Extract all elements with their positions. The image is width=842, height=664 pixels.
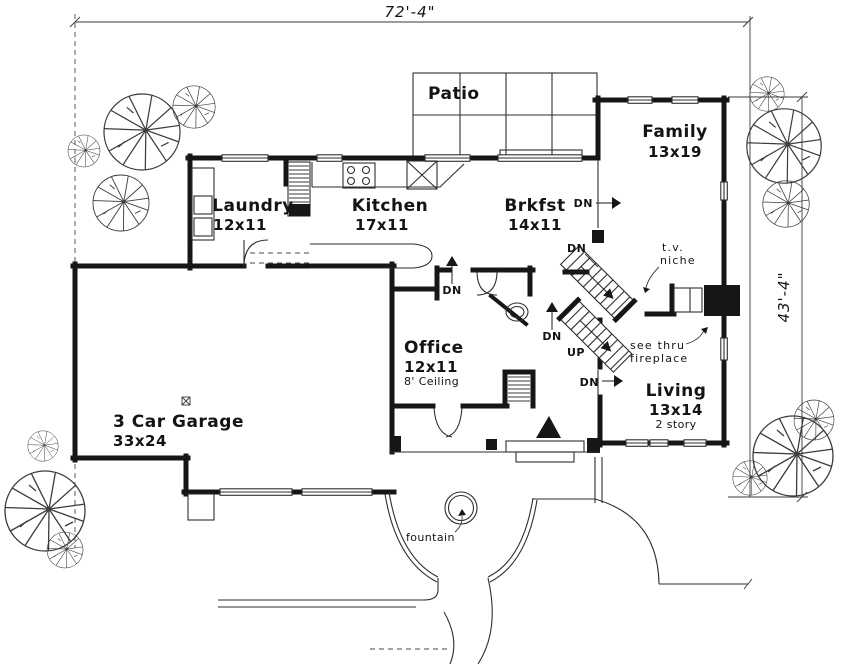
window — [683, 439, 707, 447]
entry-step — [515, 451, 575, 463]
room-label-garage: 3 Car Garage — [113, 412, 244, 432]
pantry — [283, 159, 311, 217]
dn-label: DN — [574, 197, 593, 210]
window — [625, 439, 649, 447]
entry-area — [433, 376, 585, 463]
stove-icon — [342, 162, 376, 189]
window — [627, 96, 653, 104]
tree-icon — [752, 415, 834, 497]
fountain-label: fountain — [406, 531, 455, 544]
room-labels: Patio Family 13x19 Laundry 12x11 Kitchen… — [113, 84, 708, 450]
step-markers: DN DN DN DN — [442, 197, 623, 389]
top-dimension-label: 72'-4" — [384, 3, 435, 21]
room-size-brkfst: 14x11 — [508, 216, 562, 234]
dn-label: DN — [442, 284, 461, 297]
tree-icon — [92, 174, 150, 232]
wall-post — [592, 230, 604, 243]
windows — [219, 96, 728, 496]
wall-post — [486, 439, 497, 450]
fireplace-group: t.v. niche see thru fireplace — [630, 241, 740, 365]
window — [671, 96, 699, 104]
toilet-icon — [505, 302, 529, 322]
window — [424, 154, 471, 162]
washer-dryer-icon — [191, 167, 215, 241]
entry-door-swing — [433, 407, 463, 438]
drain-symbol — [181, 396, 191, 406]
tree-icon — [27, 430, 59, 462]
see-thru-fireplace-label: see thru — [630, 339, 685, 352]
wall-post — [390, 436, 401, 452]
room-label-patio: Patio — [428, 84, 480, 104]
room-label-kitchen: Kitchen — [352, 196, 428, 216]
tree-icon — [746, 108, 822, 184]
room-size-kitchen: 17x11 — [355, 216, 409, 234]
tv-niche-label: niche — [660, 254, 696, 267]
dn-label: DN — [542, 330, 561, 343]
right-dimension-label: 43'-4" — [775, 271, 793, 322]
room-size-family: 13x19 — [648, 143, 702, 161]
room-size-garage: 33x24 — [113, 432, 167, 450]
dn-label: DN — [580, 376, 599, 389]
wall-post — [587, 438, 600, 453]
stair-up-label: UP — [567, 346, 585, 359]
garage-door — [219, 488, 293, 496]
fountain-symbol — [444, 491, 478, 525]
tree-icon — [103, 93, 181, 171]
room-size-laundry: 12x11 — [213, 216, 267, 234]
tv-niche-label: t.v. — [662, 241, 684, 254]
door-swing — [476, 270, 498, 296]
tree-icon — [749, 76, 785, 112]
window — [720, 337, 728, 361]
closet-louver — [508, 376, 530, 402]
entry-step — [505, 440, 585, 453]
window — [221, 154, 269, 162]
stoop — [187, 493, 215, 521]
window — [649, 439, 669, 447]
see-thru-fireplace-label: fireplace — [630, 352, 688, 365]
courtyard: fountain — [187, 457, 753, 664]
kitchen-fixtures — [191, 159, 465, 269]
room-label-living: Living — [646, 381, 707, 401]
laundry-door-swing — [243, 239, 269, 268]
window — [720, 181, 728, 201]
room-label-family: Family — [642, 122, 708, 142]
room-size-office: 12x11 — [404, 358, 458, 376]
garage-door — [301, 488, 373, 496]
room-note-office: 8' Ceiling — [404, 375, 459, 388]
tree-icon — [67, 134, 101, 168]
fireplace-symbol — [704, 285, 740, 316]
tree-icon — [172, 85, 216, 129]
room-label-brkfst: Brkfst — [504, 196, 565, 216]
stair-dn-label: DN — [567, 242, 586, 255]
entry-marker — [536, 416, 561, 438]
kitchen-island — [310, 243, 433, 269]
room-size-living: 13x14 — [649, 401, 703, 419]
sliding-door — [497, 154, 583, 162]
staircase: DN UP — [556, 242, 638, 373]
room-label-laundry: Laundry — [212, 196, 294, 216]
room-note-living: 2 story — [655, 418, 696, 431]
sink-icon — [406, 160, 438, 190]
room-label-office: Office — [404, 338, 464, 358]
tree-icon — [4, 470, 86, 552]
window — [316, 154, 343, 162]
powder-room — [476, 270, 529, 322]
landscape-trees — [4, 76, 835, 569]
